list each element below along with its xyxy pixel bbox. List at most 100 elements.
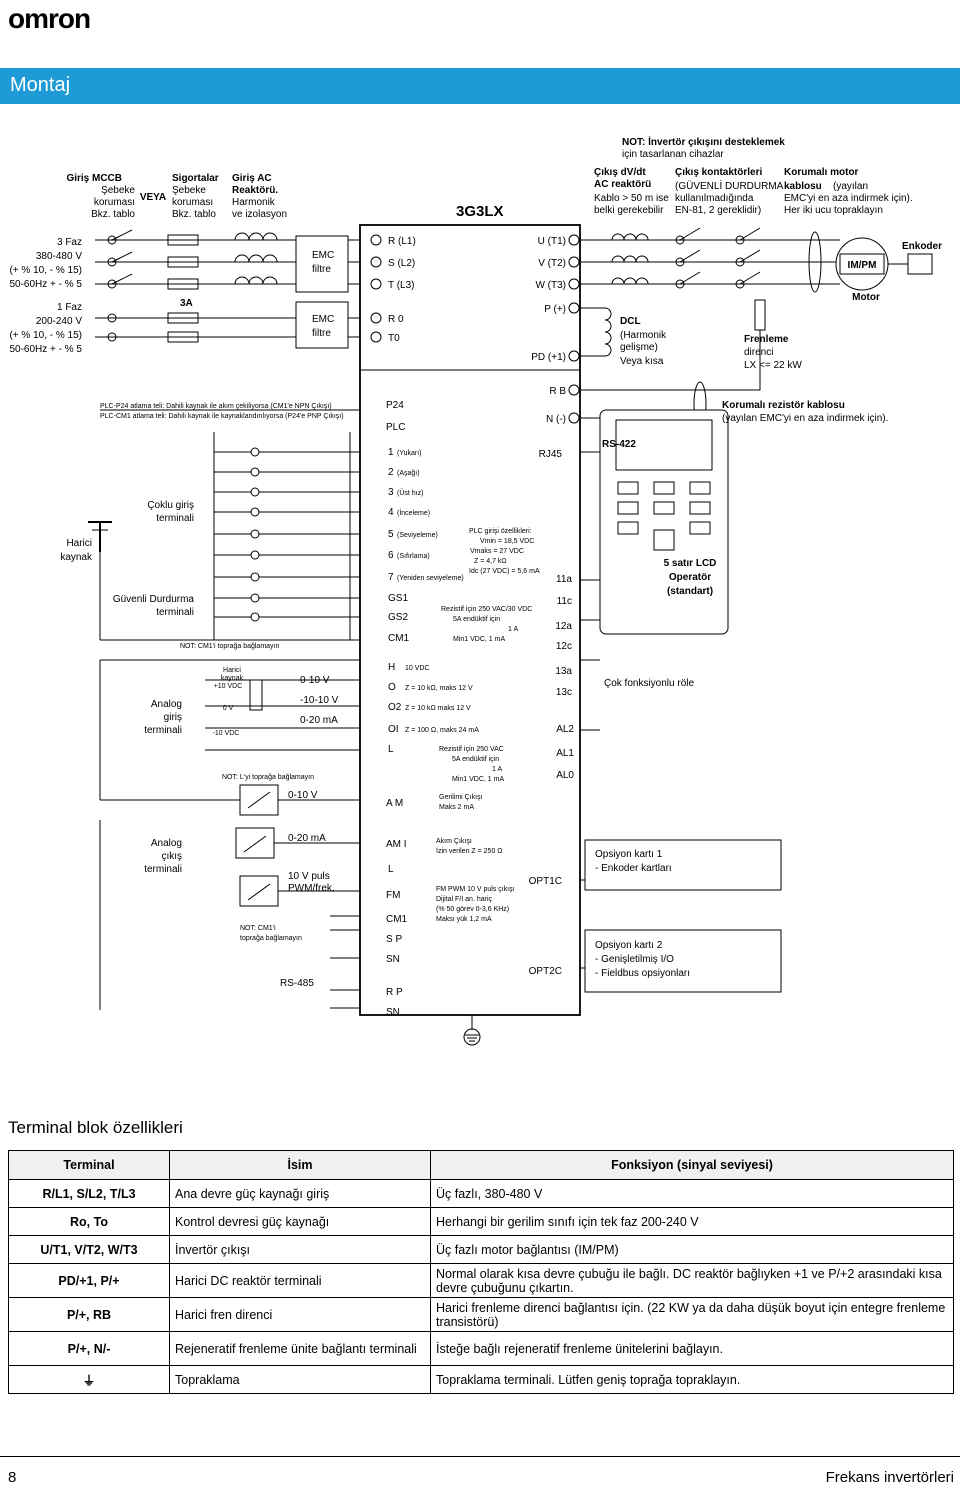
- mccb-title: Giriş MCCB: [66, 173, 122, 184]
- svg-text:Çoklu giriş: Çoklu giriş: [147, 500, 194, 511]
- svg-text:(Sıfırlama): (Sıfırlama): [397, 553, 430, 560]
- svg-text:direnci: direnci: [744, 347, 773, 358]
- svg-text:toprağa bağlamayın: toprağa bağlamayın: [240, 935, 302, 942]
- svg-text:Vmaks = 27 VDC: Vmaks = 27 VDC: [470, 548, 524, 555]
- svg-text:(Aşağı): (Aşağı): [397, 470, 420, 477]
- svg-text:çıkış: çıkış: [161, 851, 182, 862]
- svg-text:(GÜVENLİ DURDURMA: (GÜVENLİ DURDURMA: [675, 179, 784, 192]
- document-name: Frekans invertörleri: [825, 1469, 954, 1486]
- svg-text:PLC: PLC: [386, 422, 405, 433]
- mccb-switches: [107, 229, 133, 342]
- svg-text:1: 1: [388, 447, 394, 458]
- svg-text:3: 3: [388, 487, 394, 498]
- svg-text:V (T2): V (T2): [538, 258, 566, 269]
- svg-text:Min1 VDC, 1 mA: Min1 VDC, 1 mA: [452, 776, 504, 783]
- svg-text:Korumalı rezistör kablosu: Korumalı rezistör kablosu: [722, 400, 845, 411]
- svg-text:Rezistif için 250 VAC/30 VDC: Rezistif için 250 VAC/30 VDC: [441, 606, 532, 613]
- svg-text:Analog: Analog: [151, 699, 182, 710]
- svg-text:4: 4: [388, 507, 394, 518]
- svg-text:50-60Hz + - % 5: 50-60Hz + - % 5: [9, 279, 82, 290]
- svg-text:OI: OI: [388, 724, 399, 735]
- svg-text:380-480 V: 380-480 V: [36, 251, 82, 262]
- svg-text:Bkz. tablo: Bkz. tablo: [91, 209, 135, 220]
- svg-text:P (+): P (+): [544, 304, 566, 315]
- svg-text:Reaktörü.: Reaktörü.: [232, 185, 278, 196]
- svg-text:L: L: [388, 864, 394, 875]
- svg-text:için tasarlanan cihazlar: için tasarlanan cihazlar: [622, 149, 724, 160]
- col-header-name: İsim: [169, 1150, 431, 1180]
- svg-text:1 Faz: 1 Faz: [57, 302, 82, 313]
- svg-text:OPT2C: OPT2C: [529, 966, 562, 977]
- svg-text:R 0: R 0: [388, 314, 404, 325]
- svg-text:11c: 11c: [557, 596, 572, 607]
- svg-text:PLC girişi özellikleri:: PLC girişi özellikleri:: [469, 528, 532, 535]
- svg-text:kullanılmadığında: kullanılmadığında: [675, 193, 754, 204]
- svg-text:terminali: terminali: [144, 725, 182, 736]
- svg-text:EMC'yi en aza indirmek için).: EMC'yi en aza indirmek için).: [784, 193, 913, 204]
- footer-divider: [0, 1456, 960, 1457]
- svg-text:T (L3): T (L3): [388, 280, 415, 291]
- svg-text:AL2: AL2: [556, 724, 574, 735]
- svg-text:L: L: [388, 744, 394, 755]
- svg-text:AC reaktörü: AC reaktörü: [594, 179, 651, 190]
- svg-text:kaynak: kaynak: [60, 552, 93, 563]
- svg-text:DCL: DCL: [620, 316, 641, 327]
- svg-text:W (T3): W (T3): [535, 280, 566, 291]
- svg-text:Her iki ucu topraklayın: Her iki ucu topraklayın: [784, 205, 883, 216]
- encoder-symbol: [907, 253, 933, 275]
- section-title: Montaj: [10, 74, 71, 96]
- svg-text:(Seviyeleme): (Seviyeleme): [397, 532, 438, 539]
- svg-text:R (L1): R (L1): [388, 236, 416, 247]
- ground-icon: ⏚: [8, 1365, 170, 1394]
- svg-text:0-10 V: 0-10 V: [300, 675, 330, 686]
- svg-text:ve izolasyon: ve izolasyon: [232, 209, 287, 220]
- svg-text:OPT1C: OPT1C: [529, 876, 562, 887]
- svg-text:0-20 mA: 0-20 mA: [300, 715, 338, 726]
- emc-filter-1: [295, 235, 349, 293]
- table-row: R/L1, S/L2, T/L3 Ana devre güç kaynağı g…: [8, 1179, 954, 1208]
- svg-text:R B: R B: [549, 386, 566, 397]
- svg-text:Z = 10 kΩ, maks 12 V: Z = 10 kΩ, maks 12 V: [405, 685, 473, 692]
- svg-text:Opsiyon kartı 2: Opsiyon kartı 2: [595, 940, 663, 951]
- svg-text:Gerilimi Çıkışı: Gerilimi Çıkışı: [439, 794, 483, 801]
- svg-text:S P: S P: [386, 934, 402, 945]
- svg-text:3 Faz: 3 Faz: [57, 237, 82, 248]
- svg-text:PLC-P24 atlama teli: Dahili ka: PLC-P24 atlama teli: Dahili kaynak ile a…: [100, 403, 332, 410]
- svg-text:Harici: Harici: [223, 667, 241, 674]
- svg-text:koruması: koruması: [172, 197, 213, 208]
- col-header-terminal: Terminal: [8, 1150, 170, 1180]
- svg-text:Harici: Harici: [66, 538, 92, 549]
- svg-text:FM: FM: [386, 890, 400, 901]
- svg-text:- Genişletilmiş I/O: - Genişletilmiş I/O: [595, 954, 674, 965]
- svg-text:İzin verilen Z = 250 Ω: İzin verilen Z = 250 Ω: [436, 846, 503, 855]
- svg-text:Akım Çıkışı: Akım Çıkışı: [436, 838, 472, 845]
- svg-text:O2: O2: [388, 702, 402, 713]
- meter-pwm: [239, 875, 279, 907]
- svg-text:Rezistif için 250 VAC: Rezistif için 250 VAC: [439, 746, 504, 753]
- svg-text:10 VDC: 10 VDC: [405, 665, 430, 672]
- svg-text:6: 6: [388, 550, 394, 561]
- svg-text:12c: 12c: [556, 641, 572, 652]
- svg-text:2: 2: [388, 467, 394, 478]
- svg-text:Enkoder: Enkoder: [902, 241, 942, 252]
- svg-text:H: H: [388, 662, 395, 673]
- svg-text:5A endüktif için: 5A endüktif için: [453, 616, 500, 623]
- svg-text:RS-485: RS-485: [280, 978, 314, 989]
- svg-text:Giriş AC: Giriş AC: [232, 173, 272, 184]
- svg-text:50-60Hz + - % 5: 50-60Hz + - % 5: [9, 344, 82, 355]
- svg-text:giriş: giriş: [164, 712, 182, 723]
- svg-text:0-10 V: 0-10 V: [288, 790, 318, 801]
- svg-text:Çıkış dV/dt: Çıkış dV/dt: [594, 167, 646, 178]
- device-name: 3G3LX: [456, 203, 504, 220]
- svg-text:Analog: Analog: [151, 838, 182, 849]
- svg-text:A M: A M: [386, 798, 403, 809]
- svg-text:LX <= 22 kW: LX <= 22 kW: [744, 360, 802, 371]
- svg-text:belki gerekebilir: belki gerekebilir: [594, 205, 664, 216]
- svg-text:(+ % 10, - % 15): (+ % 10, - % 15): [9, 265, 82, 276]
- svg-text:7: 7: [388, 572, 394, 583]
- svg-text:Maks 2 mA: Maks 2 mA: [439, 804, 474, 811]
- svg-text:RS-422: RS-422: [602, 439, 636, 450]
- svg-text:Idc (27 VDC) = 5,6 mA: Idc (27 VDC) = 5,6 mA: [469, 568, 540, 575]
- svg-text:Çıkış kontaktörleri: Çıkış kontaktörleri: [675, 167, 762, 178]
- terminal-spec-table: Terminal İsim Fonksiyon (sinyal seviyesi…: [8, 1150, 954, 1394]
